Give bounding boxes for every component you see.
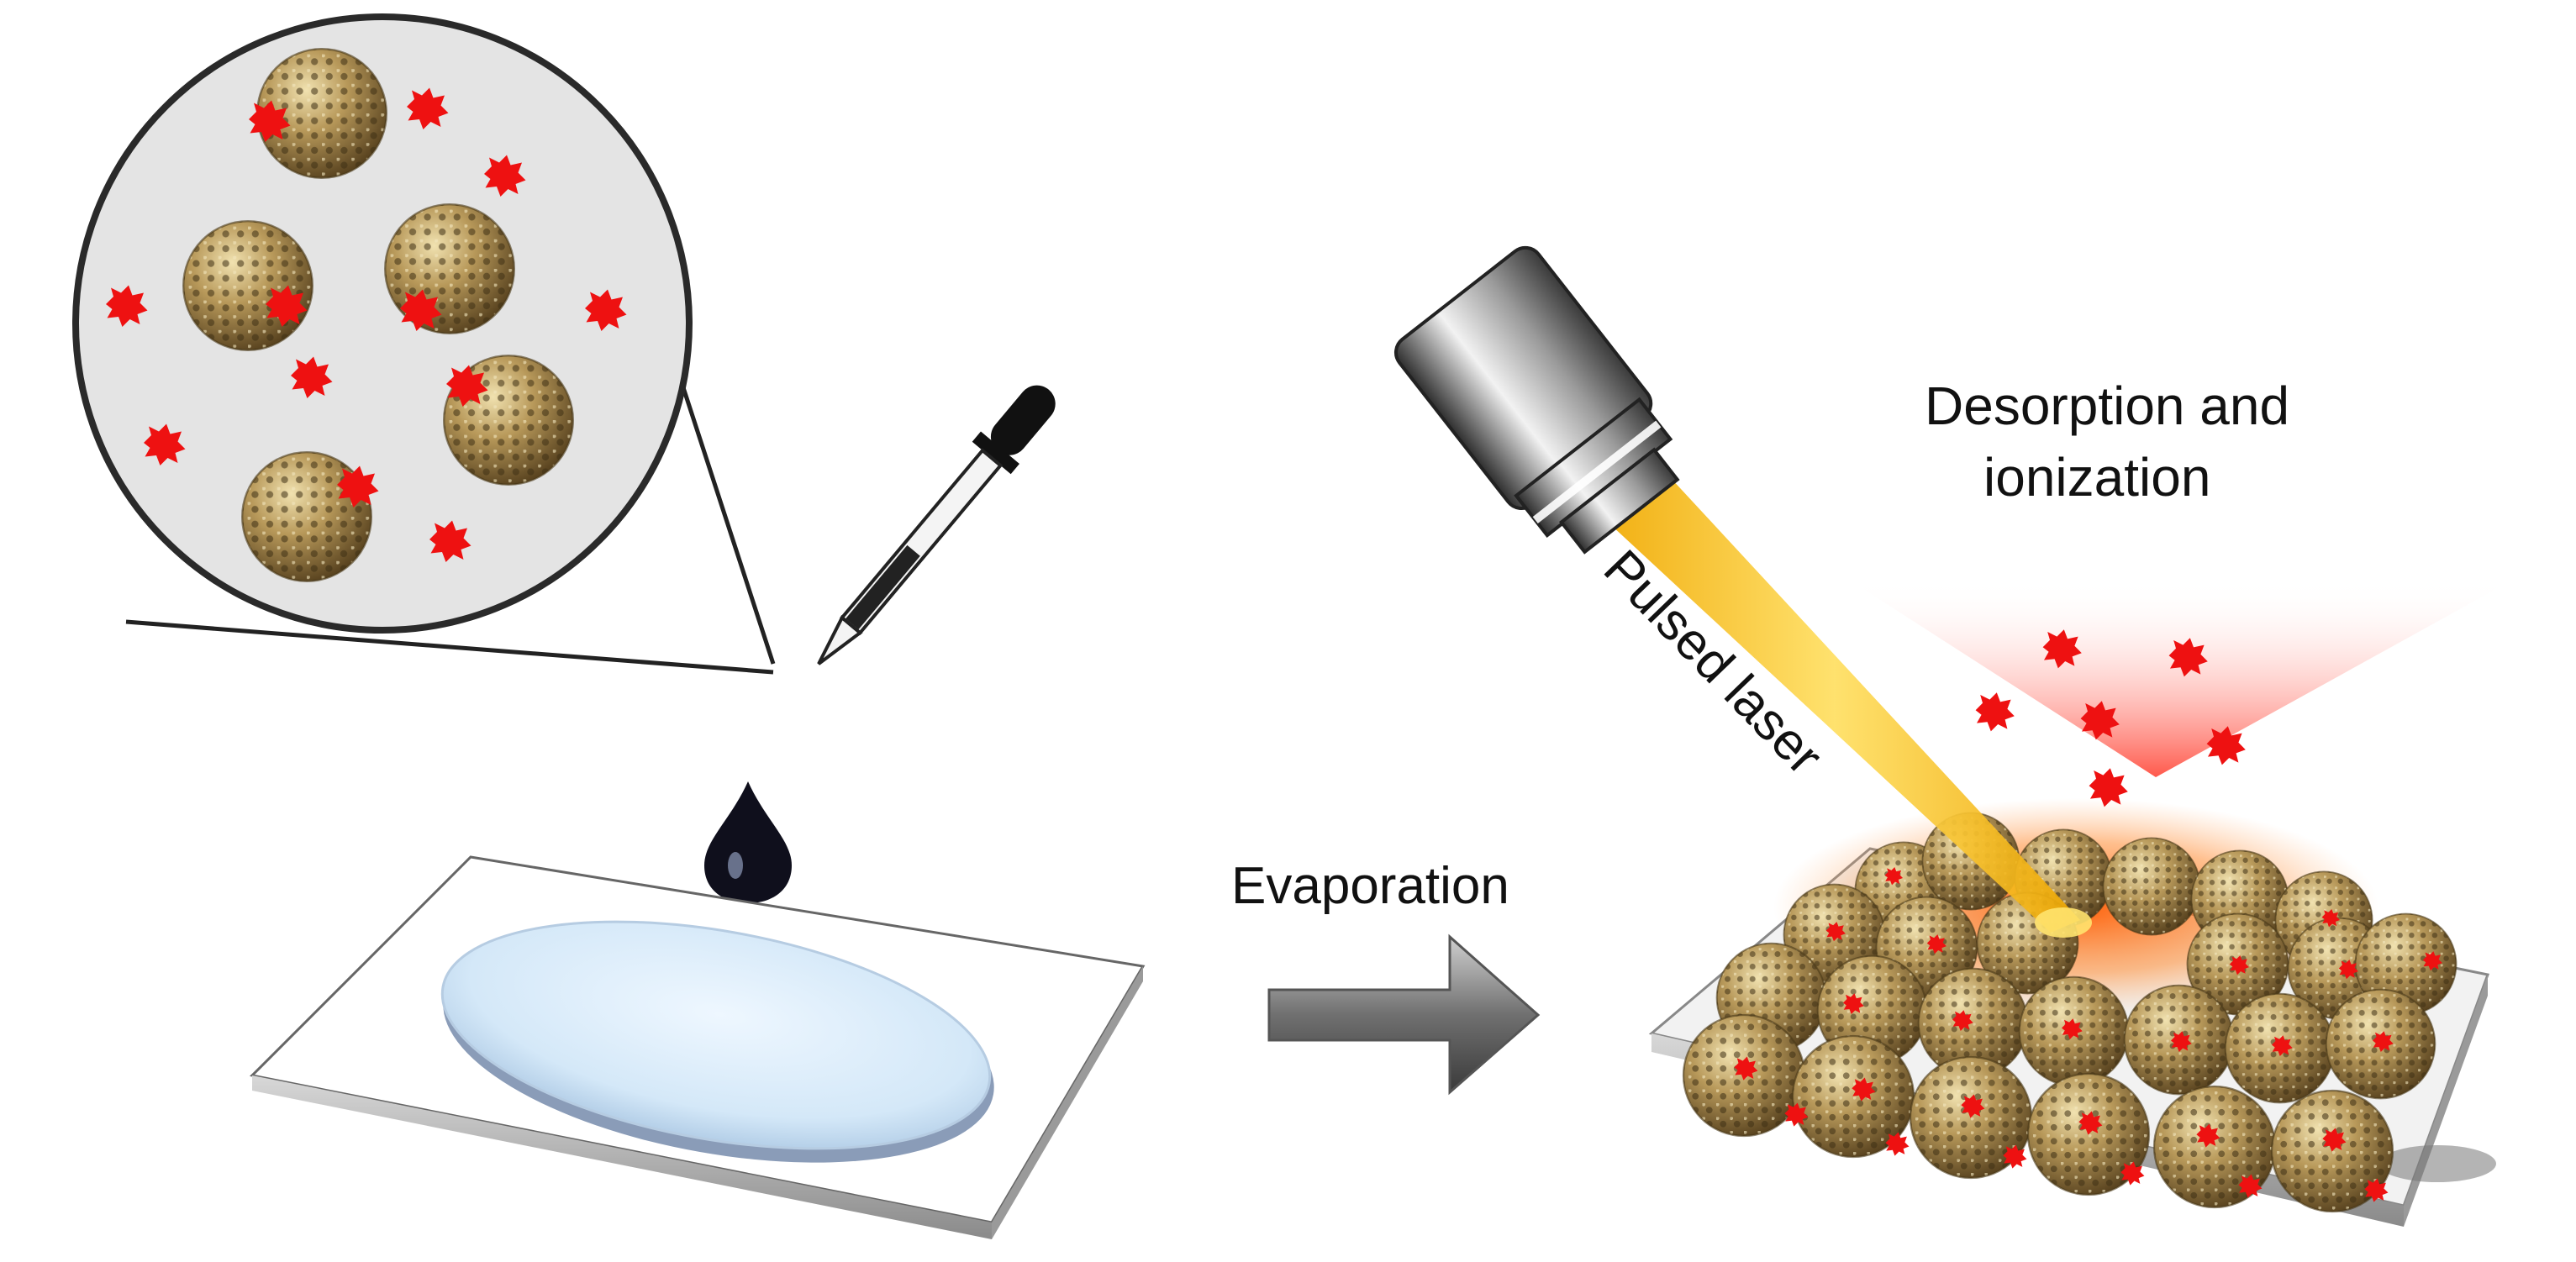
laser-head-icon [1393, 245, 1680, 555]
arrow-right-icon [1267, 933, 1541, 1096]
evaporation-label: Evaporation [1231, 857, 1509, 915]
dropper-icon [817, 385, 1056, 665]
desorption-label-line2: ionization [1983, 447, 2210, 507]
left-slide [249, 855, 1146, 1239]
desorption-label-line1: Desorption and [1925, 376, 2289, 436]
liquid-drop-icon [704, 781, 792, 903]
ionization-plume [1849, 580, 2513, 777]
laser-beam [1588, 466, 2080, 933]
magnified-view [72, 13, 776, 675]
